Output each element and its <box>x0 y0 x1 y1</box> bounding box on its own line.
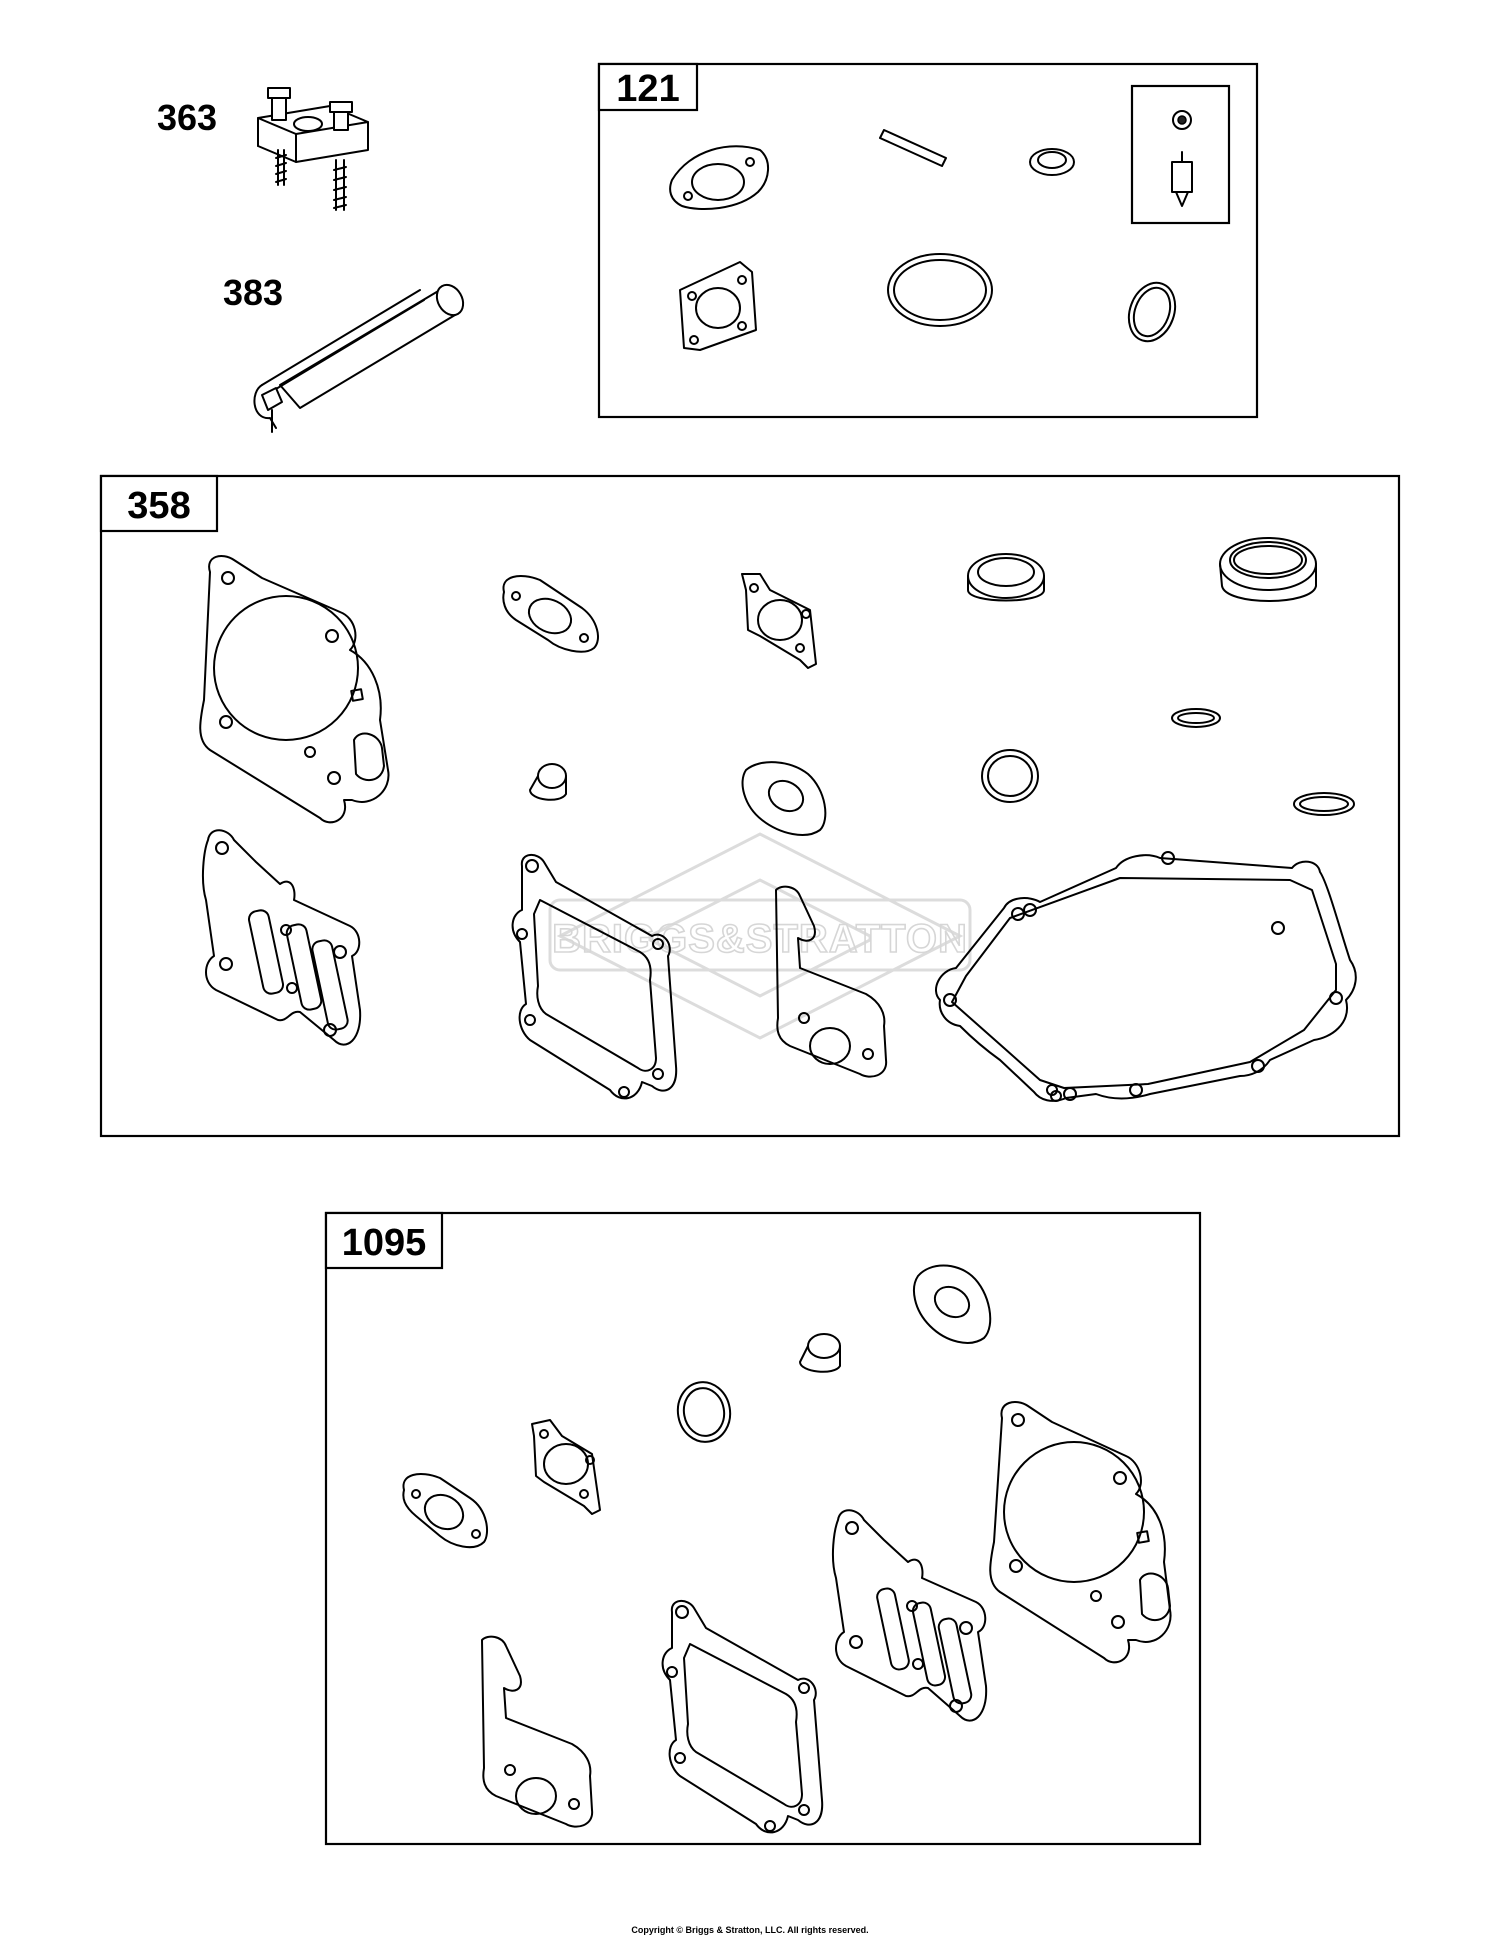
kit-1095-carb-gasket <box>531 1419 601 1515</box>
kit-1095-valve-cover-gasket <box>661 1600 824 1834</box>
kit-358-oil-seal-large <box>1219 537 1317 602</box>
part-383-tool-illustration <box>253 283 465 433</box>
kit-358-crankcase-gasket <box>935 851 1357 1102</box>
kit-358-intake-gasket <box>502 575 599 653</box>
kit-358-label-box <box>99 474 219 533</box>
kit-1095-breather-gasket <box>481 1635 594 1828</box>
kit-1095-valve-seal <box>799 1333 841 1373</box>
kit-358-valve-seal <box>529 763 567 801</box>
kit-121-intake-gasket <box>669 145 769 211</box>
kit-358-panel: 358 BRIGGS&STRATTON <box>99 474 1401 1138</box>
watermark: BRIGGS&STRATTON <box>548 832 972 1040</box>
kit-358-oval-ring-1 <box>1171 708 1221 728</box>
kit-358-frame <box>99 474 1401 1138</box>
kit-358-oval-ring-2 <box>1293 792 1355 816</box>
kit-121-large-o-ring <box>887 253 993 327</box>
kit-1095-frame <box>324 1211 1202 1846</box>
kit-358-oil-seal-small <box>967 553 1045 602</box>
label-1095: 1095 <box>342 1222 427 1264</box>
kit-358-valve-cover-gasket <box>511 854 678 1100</box>
kit-1095-head-gasket <box>989 1401 1172 1664</box>
copyright-notice: Copyright © Briggs & Stratton, LLC. All … <box>631 1925 869 1935</box>
kit-358-o-ring <box>981 749 1039 803</box>
label-358: 358 <box>127 485 190 527</box>
kit-358-breather-gasket <box>775 885 888 1078</box>
part-363-tool-illustration <box>257 87 369 211</box>
kit-1095-o-ring <box>676 1381 732 1443</box>
kit-121-pin <box>879 129 947 167</box>
kit-121-small-ring <box>1029 148 1075 176</box>
label-363: 363 <box>157 97 217 138</box>
kit-121-needle-valve <box>1171 110 1193 207</box>
label-121: 121 <box>616 68 679 110</box>
kit-121-panel: 121 <box>597 62 1259 419</box>
kit-1095-label-box <box>324 1211 444 1270</box>
kit-358-carb-gasket <box>741 573 817 669</box>
kit-121-frame <box>597 62 1259 419</box>
kit-358-exhaust-gasket <box>741 761 827 836</box>
kit-358-head-gasket <box>199 555 390 824</box>
kit-121-small-o-ring <box>1127 281 1177 343</box>
kit-1095-panel: 1095 <box>324 1211 1202 1846</box>
kit-1095-pushrod-gasket <box>831 1509 988 1722</box>
label-383: 383 <box>223 272 283 313</box>
kit-1095-exhaust-gasket <box>913 1264 992 1344</box>
kit-121-inset-box <box>1130 84 1231 225</box>
kit-121-carb-gasket <box>679 261 757 351</box>
kit-121-label-box <box>597 62 699 112</box>
watermark-text: BRIGGS&STRATTON <box>552 917 968 961</box>
kit-1095-intake-gasket <box>402 1473 488 1549</box>
kit-358-pushrod-gasket <box>201 829 362 1046</box>
